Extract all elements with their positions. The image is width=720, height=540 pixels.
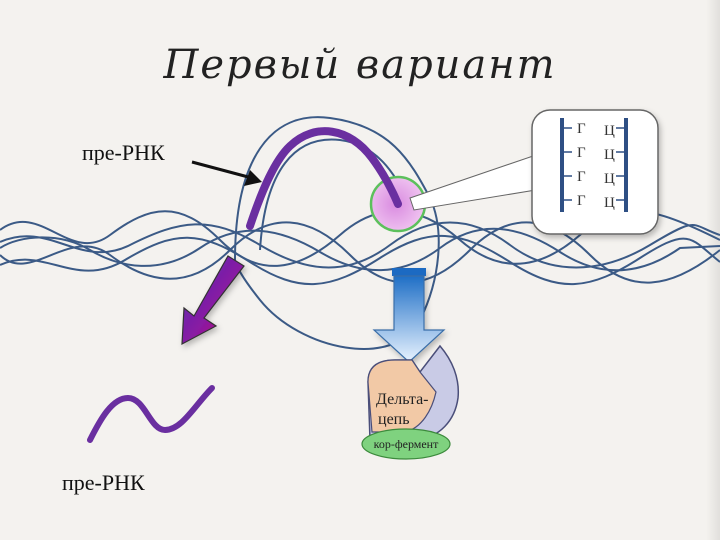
callout-box <box>531 109 659 235</box>
base-pair-rows: Г Ц Г Ц Г Ц Г Ц <box>562 121 626 211</box>
released-pre-rna <box>87 385 215 443</box>
pointer-arrow-head <box>244 170 262 186</box>
cleavage-arrow-cap <box>392 268 426 276</box>
cleavage-arrow-shape <box>372 275 446 363</box>
cofactor-label: кор-фермент <box>374 437 439 451</box>
strand-5 <box>0 227 720 272</box>
pair-row: Г Ц <box>562 121 626 139</box>
left-base: Г <box>577 169 586 185</box>
dna-strands <box>0 210 720 286</box>
release-arrow <box>181 255 245 346</box>
slide-title: Первый вариант <box>162 42 556 88</box>
delta-chain-label-line2: цепь <box>378 411 410 428</box>
right-base: Ц <box>604 171 615 187</box>
strand-1 <box>0 210 720 267</box>
right-base: Ц <box>604 195 615 211</box>
pointer-arrow-line <box>191 160 253 180</box>
strand-2 <box>0 221 720 284</box>
release-arrow-shape <box>181 255 245 346</box>
pair-row: Г Ц <box>562 193 626 211</box>
loop-outer <box>234 116 440 350</box>
label-pre-rna-bottom: пре-РНК <box>62 470 145 495</box>
base-pairing-callout: Г Ц Г Ц Г Ц Г Ц <box>531 109 659 235</box>
right-base: Ц <box>604 147 615 163</box>
left-base: Г <box>577 145 586 161</box>
callout-pointer <box>409 154 549 211</box>
cofactor-ellipse <box>361 428 451 460</box>
pre-rna-arc <box>246 127 402 230</box>
right-base: Ц <box>604 123 615 139</box>
left-base: Г <box>577 193 586 209</box>
slide-edge-shadow <box>706 0 720 540</box>
pair-row: Г Ц <box>562 145 626 163</box>
pair-row: Г Ц <box>562 169 626 187</box>
strand-3 <box>0 221 720 269</box>
cleavage-arrow <box>372 268 446 363</box>
delta-chain-label-line1: Дельта- <box>376 391 429 408</box>
label-pre-rna-top: пре-РНК <box>82 140 165 165</box>
left-base: Г <box>577 121 586 137</box>
strand-4 <box>0 234 720 286</box>
delta-chain-enzyme: Дельта- цепь кор-фермент <box>361 344 460 460</box>
